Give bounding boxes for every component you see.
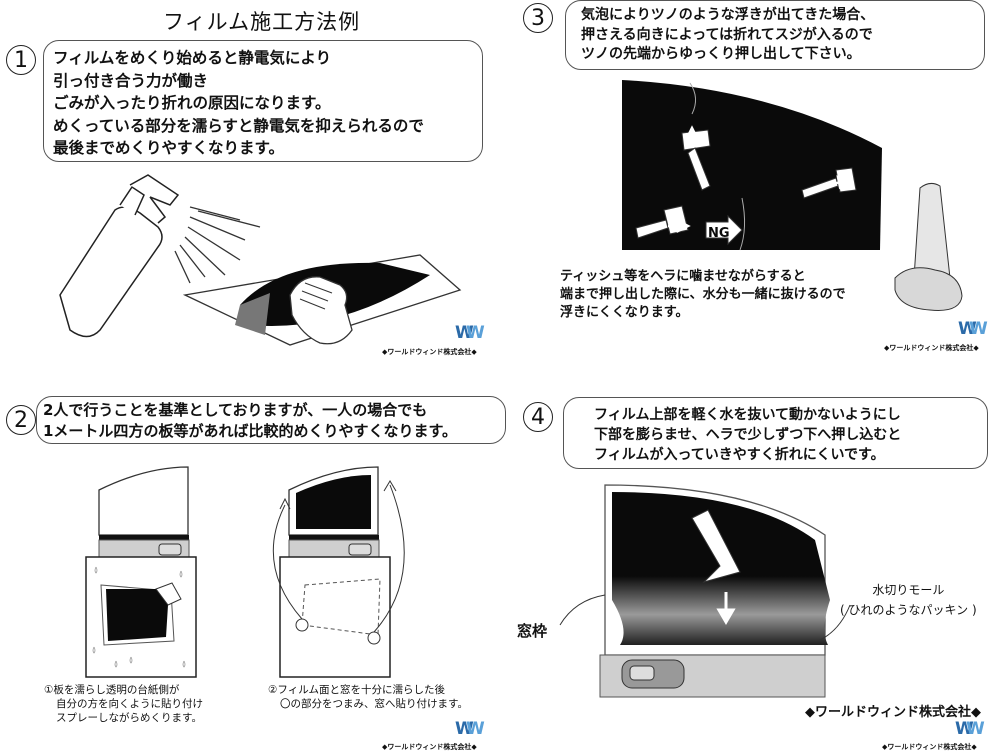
step-2-number: 2 — [6, 405, 36, 435]
spray-bottle-icon — [59, 174, 180, 338]
credit-text: ◆ワールドウィンド株式会社◆ — [382, 348, 477, 356]
step-1-illustration — [59, 174, 462, 346]
caption-line: 自分の方を向くように貼り付け — [56, 698, 203, 710]
svg-text:W: W — [955, 719, 974, 739]
step-4-door-illustration — [599, 484, 830, 698]
step-3-line: 気泡によりツノのような浮きが出てきた場合、 — [581, 7, 875, 23]
step-4-bubble: フィルム上部を軽く水を抜いて動かないようにし 下部を膨らませ、ヘラで少しずつ下へ… — [563, 397, 988, 469]
step-2-bubble: 2人で行うことを基準としておりますが、一人の場合でも 1メートル四方の板等があれ… — [36, 396, 506, 444]
svg-text:W: W — [455, 323, 474, 343]
step-2-door-illustration — [98, 466, 190, 561]
ng-arrow-icon — [705, 214, 743, 246]
step-2-caption-2: ②フィルム面と窓を十分に濡らした後 〇の部分をつまみ、窓へ貼り付けます。 — [268, 683, 468, 711]
step-2-caption-1: ①板を濡らし透明の台紙側が 自分の方を向くように貼り付け スプレーしながらめくり… — [44, 683, 203, 725]
svg-text:W: W — [958, 319, 977, 339]
hand-icon — [289, 276, 353, 345]
step-1-line: 最後までめくりやすくなります。 — [53, 139, 284, 157]
step-4-number: 4 — [523, 402, 553, 432]
molding-pointer-line — [819, 604, 851, 641]
step-1-bubble: フィルムをめくり始めると静電気により 引っ付き合う力が働き ごみが入ったり折れの… — [43, 40, 483, 162]
step-1-line: めくっている部分を濡らすと静電気を抑えられるので — [53, 116, 424, 135]
tissue-squeegee-icon — [894, 182, 963, 311]
step-3-note-line: 端まで押し出した際に、水分も一緒に抜けるので — [560, 287, 846, 302]
credit-text: ◆ワールドウィンド株式会社◆ — [882, 743, 977, 751]
svg-text:W: W — [455, 719, 474, 739]
step-3-bubble: 気泡によりツノのような浮きが出てきた場合、 押さえる向きによっては折れてスジが入… — [565, 0, 985, 70]
step-1-line: フィルムをめくり始めると静電気により — [53, 49, 332, 67]
world-window-logo-icon: W W — [455, 719, 485, 739]
molding-label-line: ( ひれのようなパッキン ) — [840, 603, 977, 617]
svg-text:W: W — [966, 719, 985, 739]
step-2-door-illustration-right — [288, 466, 380, 561]
credit-text-large: ◆ワールドウィンド株式会社◆ — [805, 705, 981, 720]
step-2-line: 2人で行うことを基準としておりますが、一人の場合でも — [43, 401, 428, 419]
step-3-note: ティッシュ等をヘラに噛ませながらすると 端まで押し出した際に、水分も一緒に抜ける… — [560, 268, 846, 322]
step-1-number: 1 — [6, 45, 36, 75]
step-1-line: ごみが入ったり折れの原因になります。 — [53, 94, 331, 112]
svg-text:W: W — [466, 323, 485, 343]
squeegee-icon — [691, 509, 741, 583]
page-title: フィルム施工方法例 — [163, 10, 361, 34]
step-4-line: フィルムが入っていきやすく折れにくいです。 — [594, 447, 885, 463]
caption-line: ①板を濡らし透明の台紙側が — [44, 684, 180, 696]
caption-line: ②フィルム面と窓を十分に濡らした後 — [268, 684, 445, 696]
step-3-window-illustration: NG — [622, 80, 882, 251]
molding-label: 水切りモール ( ひれのようなパッキン ) — [840, 580, 977, 620]
step-3-line: 押さえる向きによっては折れてスジが入るので — [581, 26, 873, 43]
step-4-line: フィルム上部を軽く水を抜いて動かないようにし — [594, 407, 901, 423]
step-2-board-illustration — [85, 556, 197, 678]
spray-mist-icon — [174, 206, 261, 284]
step-1-line: 引っ付き合う力が働き — [53, 71, 209, 90]
ng-label: NG — [708, 226, 730, 241]
step-4-line: 下部を膨らませ、ヘラで少しずつ下へ押し込むと — [594, 427, 902, 443]
frame-pointer-line — [559, 594, 606, 626]
molding-label-line: 水切りモール — [872, 583, 945, 597]
step-2-line: 1メートル四方の板等があれば比較的めくりやすくなります。 — [43, 422, 457, 440]
step-2-board-right — [272, 480, 405, 678]
credit-text: ◆ワールドウィンド株式会社◆ — [884, 344, 979, 352]
step-3-note-line: 浮きにくくなります。 — [560, 305, 689, 320]
svg-text:W: W — [969, 319, 988, 339]
step-3-line: ツノの先端からゆっくり押し出して下さい。 — [581, 46, 861, 62]
caption-line: 〇の部分をつまみ、窓へ貼り付けます。 — [280, 698, 468, 710]
world-window-logo-icon: W W — [955, 719, 985, 739]
caption-line: スプレーしながらめくります。 — [56, 712, 202, 724]
step-3-note-line: ティッシュ等をヘラに噛ませながらすると — [560, 269, 806, 284]
world-window-logo-icon: W W — [455, 323, 485, 343]
world-window-logo-icon: W W — [958, 319, 988, 339]
step-3-number: 3 — [523, 3, 553, 33]
svg-text:W: W — [466, 719, 485, 739]
credit-text: ◆ワールドウィンド株式会社◆ — [382, 743, 477, 751]
window-frame-label: 窓枠 — [517, 622, 548, 640]
